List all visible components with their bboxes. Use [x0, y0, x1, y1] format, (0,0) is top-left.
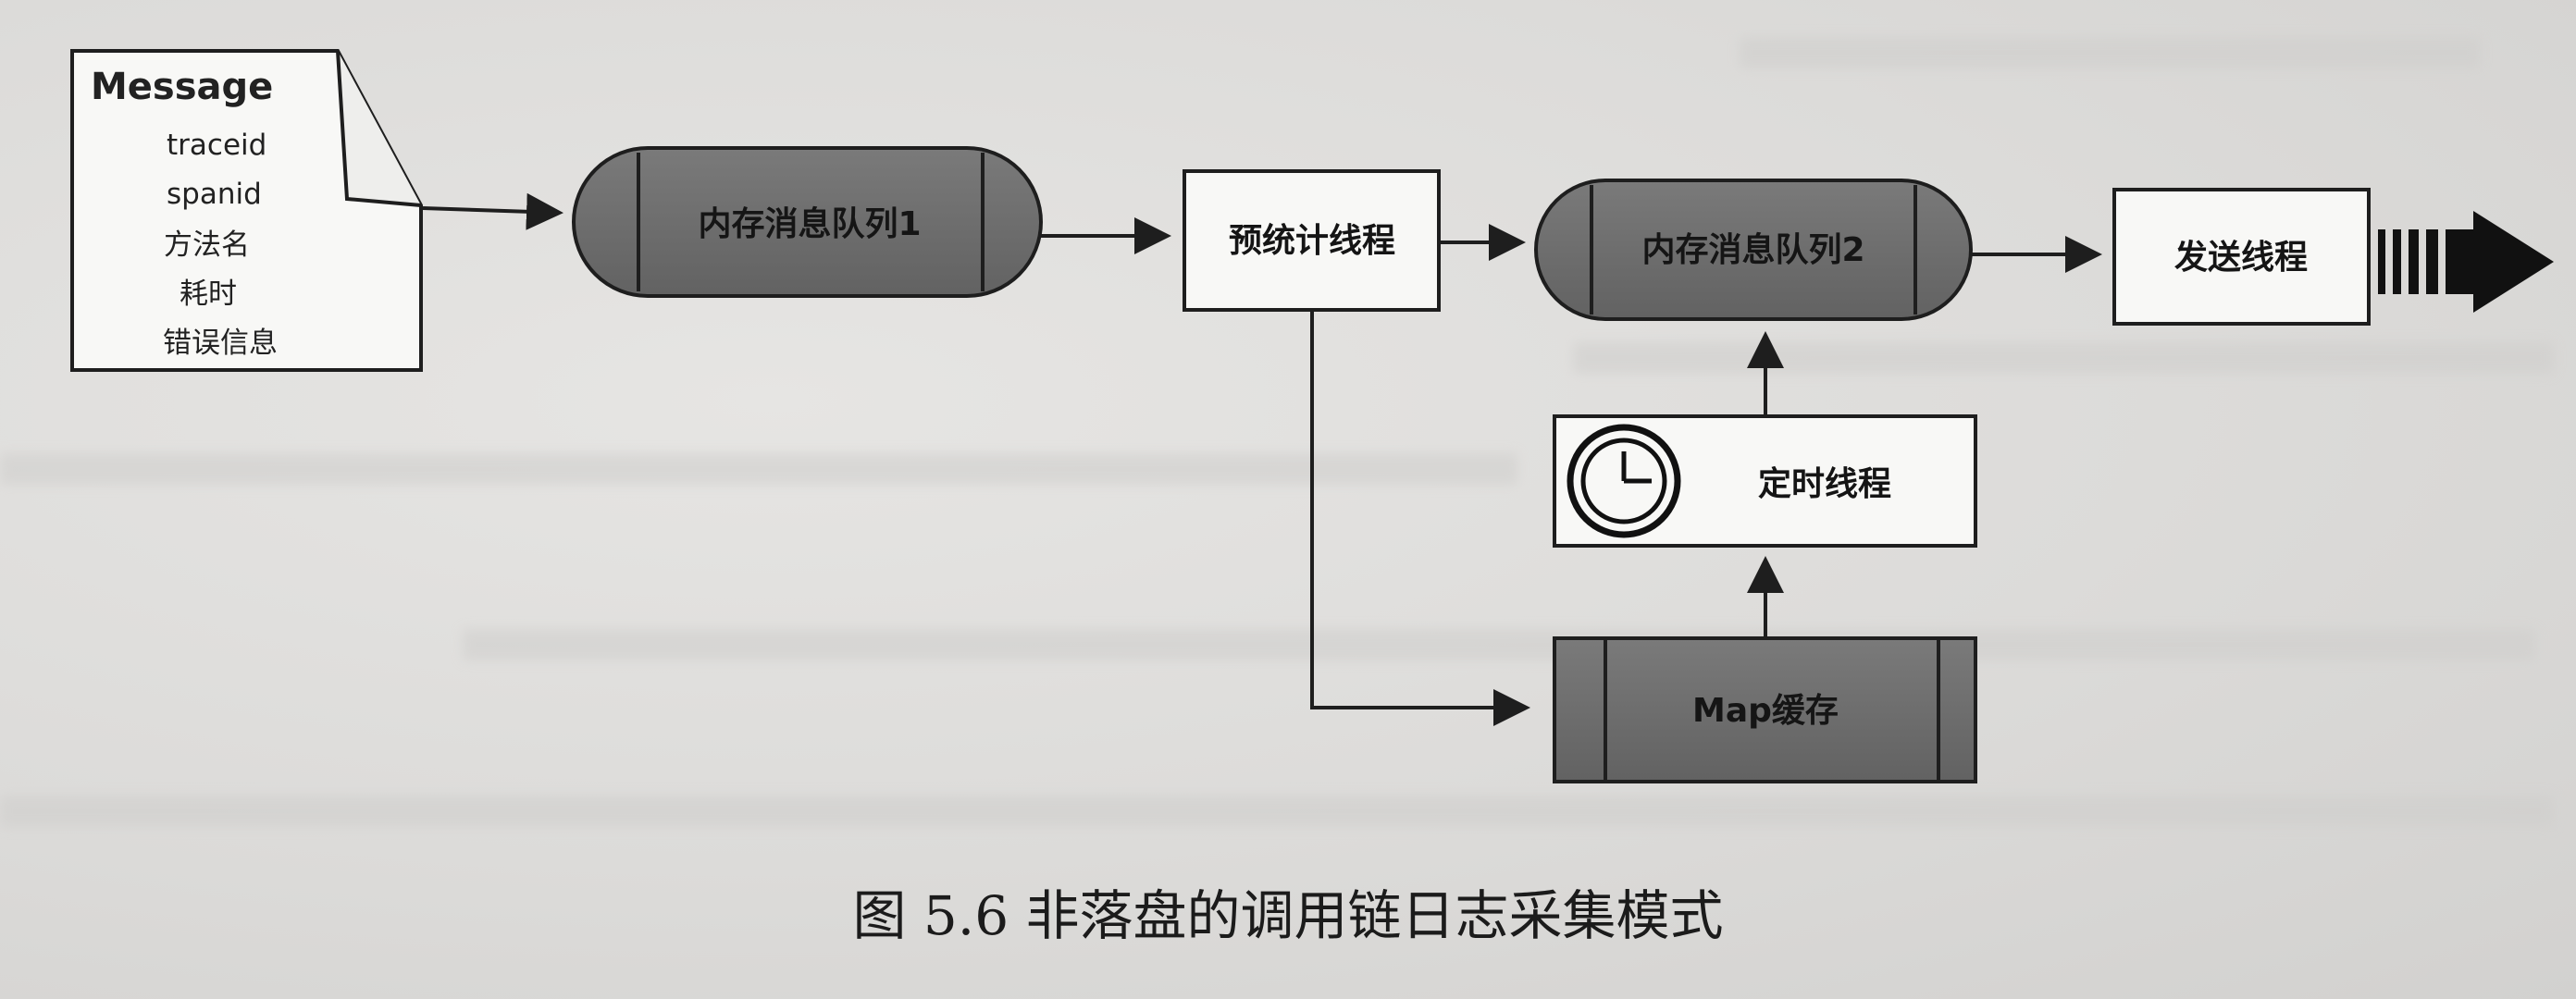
bleed-through-line — [1573, 342, 2554, 374]
clock-icon — [1567, 424, 1681, 538]
message-field: spanid — [167, 178, 262, 211]
message-field: 方法名 — [164, 228, 250, 262]
bleed-through-line — [463, 629, 2535, 660]
bleed-through-line — [0, 796, 2554, 827]
sender-thread-label: 发送线程 — [2174, 239, 2308, 277]
output-arrow-icon — [2378, 211, 2554, 313]
message-note: Message traceid spanid 方法名 耗时 错误信息 — [70, 49, 423, 372]
message-title: Message — [91, 66, 273, 108]
pre-stats-thread: 预统计线程 — [1183, 169, 1441, 312]
timer-thread: 定时线程 — [1553, 414, 1977, 548]
pre-stats-thread-label: 预统计线程 — [1229, 222, 1395, 260]
figure-caption: 图 5.6 非落盘的调用链日志采集模式 — [852, 884, 1723, 947]
sender-thread: 发送线程 — [2112, 188, 2371, 326]
memory-queue-1-label: 内存消息队列1 — [698, 205, 921, 243]
message-field: 耗时 — [180, 278, 237, 311]
arrow-prestats-to-mapcache — [1310, 310, 1530, 726]
bleed-through-line — [1740, 37, 2480, 68]
memory-queue-2: 内存消息队列2 — [1534, 179, 1973, 321]
message-field: 错误信息 — [163, 327, 278, 360]
memory-queue-2-label: 内存消息队列2 — [1641, 231, 1864, 269]
memory-queue-1: 内存消息队列1 — [572, 146, 1043, 298]
message-field: traceid — [167, 129, 266, 162]
map-cache-label: Map缓存 — [1692, 692, 1839, 730]
map-cache: Map缓存 — [1553, 636, 1977, 783]
timer-thread-label: 定时线程 — [1758, 465, 1891, 503]
arrow-note-to-queue1 — [422, 192, 564, 230]
bleed-through-line — [0, 453, 1517, 485]
